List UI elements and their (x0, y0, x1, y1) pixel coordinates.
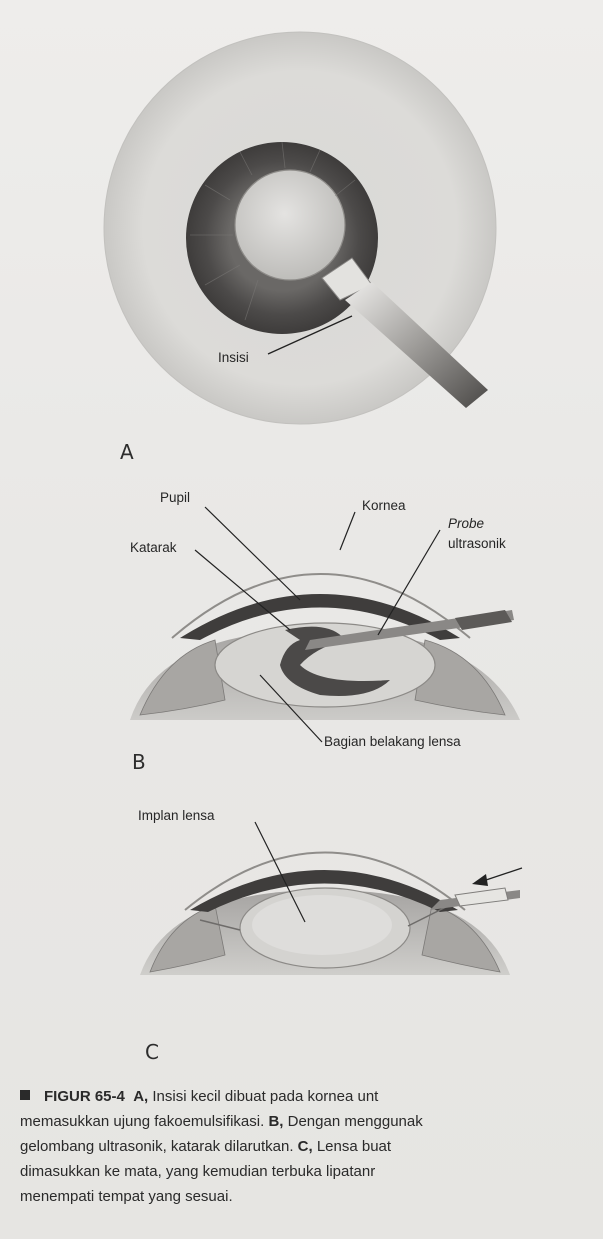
caption-line-2-text: memasukkan ujung fakoemulsifikasi. (20, 1113, 268, 1130)
caption-a-text: Insisi kecil dibuat pada kornea unt (148, 1088, 378, 1105)
caption-line-2: memasukkan ujung fakoemulsifikasi. B, De… (20, 1109, 603, 1134)
arrow-head-icon (472, 874, 488, 886)
kornea-leader (340, 512, 355, 550)
bagian-belakang-label: Bagian belakang lensa (324, 734, 461, 749)
panel-letter-b: B (132, 750, 146, 774)
insisi-leader (268, 316, 352, 354)
caption-c-label: C, (298, 1138, 313, 1155)
caption-c-text: Lensa buat (313, 1138, 391, 1155)
katarak-label: Katarak (130, 540, 177, 555)
caption-line-5: menempati tempat yang sesuai. (20, 1184, 603, 1209)
ultrasonik-label: ultrasonik (448, 536, 506, 551)
caption-b-text: Dengan menggunak (283, 1113, 422, 1130)
implan-lensa-label: Implan lensa (138, 808, 215, 823)
figure-c: Implan lensa C (0, 800, 603, 1040)
caption-b-label: B, (268, 1113, 283, 1130)
caption-line-1: FIGUR 65-4 A, Insisi kecil dibuat pada k… (20, 1084, 603, 1109)
figure-a-labels: Insisi (0, 0, 603, 440)
caption-a-label: A, (133, 1088, 148, 1105)
figure-a: Insisi A (0, 0, 603, 440)
implan-leader (255, 822, 305, 922)
insisi-label: Insisi (218, 350, 249, 365)
figure-number: FIGUR 65-4 (44, 1088, 125, 1105)
figure-caption: FIGUR 65-4 A, Insisi kecil dibuat pada k… (20, 1084, 603, 1209)
probe-label: Probe (448, 516, 484, 531)
pupil-leader (205, 507, 300, 600)
figure-b-labels: Pupil Kornea Katarak Probe ultrasonik Ba… (0, 480, 603, 770)
panel-letter-a: A (120, 440, 134, 464)
figure-c-labels: Implan lensa (0, 800, 603, 1040)
caption-line-3: gelombang ultrasonik, katarak dilarutkan… (20, 1134, 603, 1159)
caption-bullet-icon (20, 1090, 30, 1100)
caption-line-4: dimasukkan ke mata, yang kemudian terbuk… (20, 1159, 603, 1184)
kornea-label: Kornea (362, 498, 406, 513)
panel-letter-c: C (145, 1040, 159, 1064)
caption-line-3-text: gelombang ultrasonik, katarak dilarutkan… (20, 1138, 298, 1155)
bagian-leader (260, 675, 322, 742)
figure-b: Pupil Kornea Katarak Probe ultrasonik Ba… (0, 480, 603, 770)
probe-leader (378, 530, 440, 635)
pupil-label: Pupil (160, 490, 190, 505)
katarak-leader (195, 550, 290, 630)
